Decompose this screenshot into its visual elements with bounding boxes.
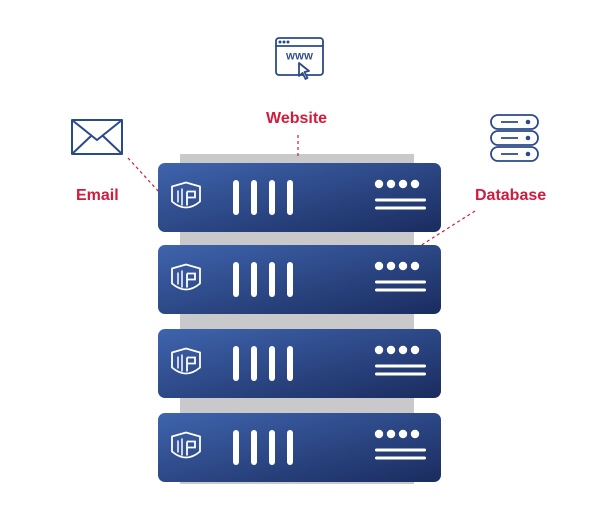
website-label: Website: [266, 110, 328, 127]
drive-bay-bar: [233, 430, 239, 465]
drive-bay-bar: [269, 180, 275, 215]
status-light-dot: [386, 261, 396, 271]
vent-line: [375, 198, 426, 202]
drive-bay-bar: [233, 262, 239, 297]
drive-bay-bar: [269, 262, 275, 297]
svg-text:WWW: WWW: [286, 52, 313, 63]
status-light-dot: [410, 179, 420, 189]
cpanel-shield-logo: [171, 431, 201, 459]
email-connector: [127, 157, 161, 194]
status-light-dot: [410, 261, 420, 271]
drive-bay-bar: [287, 430, 293, 465]
drive-bay-bar: [269, 430, 275, 465]
drive-bay-bar: [269, 346, 275, 381]
drive-bay-bar: [233, 180, 239, 215]
email-label: Email: [76, 187, 119, 204]
vent-line: [375, 364, 426, 368]
drive-bay-bar: [287, 262, 293, 297]
status-light-dot: [374, 345, 384, 355]
vent-line: [375, 280, 426, 284]
vent-line: [375, 288, 426, 292]
status-light-dot: [386, 429, 396, 439]
vent-line: [375, 456, 426, 460]
status-light-dot: [374, 429, 384, 439]
cpanel-shield-logo: [171, 263, 201, 291]
status-light-dot: [374, 261, 384, 271]
status-light-dot: [398, 429, 408, 439]
drive-bay-bar: [233, 346, 239, 381]
drive-bay-bar: [251, 262, 257, 297]
drive-bay-bar: [251, 430, 257, 465]
cpanel-shield-logo: [171, 181, 201, 209]
status-light-dot: [374, 179, 384, 189]
envelope-icon: [71, 119, 123, 155]
status-light-dot: [398, 345, 408, 355]
www-browser-icon: WWW: [275, 37, 324, 80]
status-light-dot: [398, 179, 408, 189]
drive-bay-bar: [251, 346, 257, 381]
database-label: Database: [475, 187, 547, 204]
status-light-dot: [386, 345, 396, 355]
drive-bay-bar: [287, 180, 293, 215]
status-light-dot: [410, 429, 420, 439]
server-unit: [158, 329, 441, 398]
drive-bay-bar: [287, 346, 293, 381]
cpanel-shield-logo: [171, 347, 201, 375]
status-light-dot: [386, 179, 396, 189]
database-stack-icon: [490, 114, 539, 162]
server-unit: [158, 413, 441, 482]
drive-bay-bar: [251, 180, 257, 215]
database-connector: [419, 210, 476, 247]
vent-line: [375, 448, 426, 452]
vent-line: [375, 372, 426, 376]
status-light-dot: [398, 261, 408, 271]
server-unit: [158, 163, 441, 232]
status-light-dot: [410, 345, 420, 355]
vent-line: [375, 206, 426, 210]
server-unit: [158, 245, 441, 314]
